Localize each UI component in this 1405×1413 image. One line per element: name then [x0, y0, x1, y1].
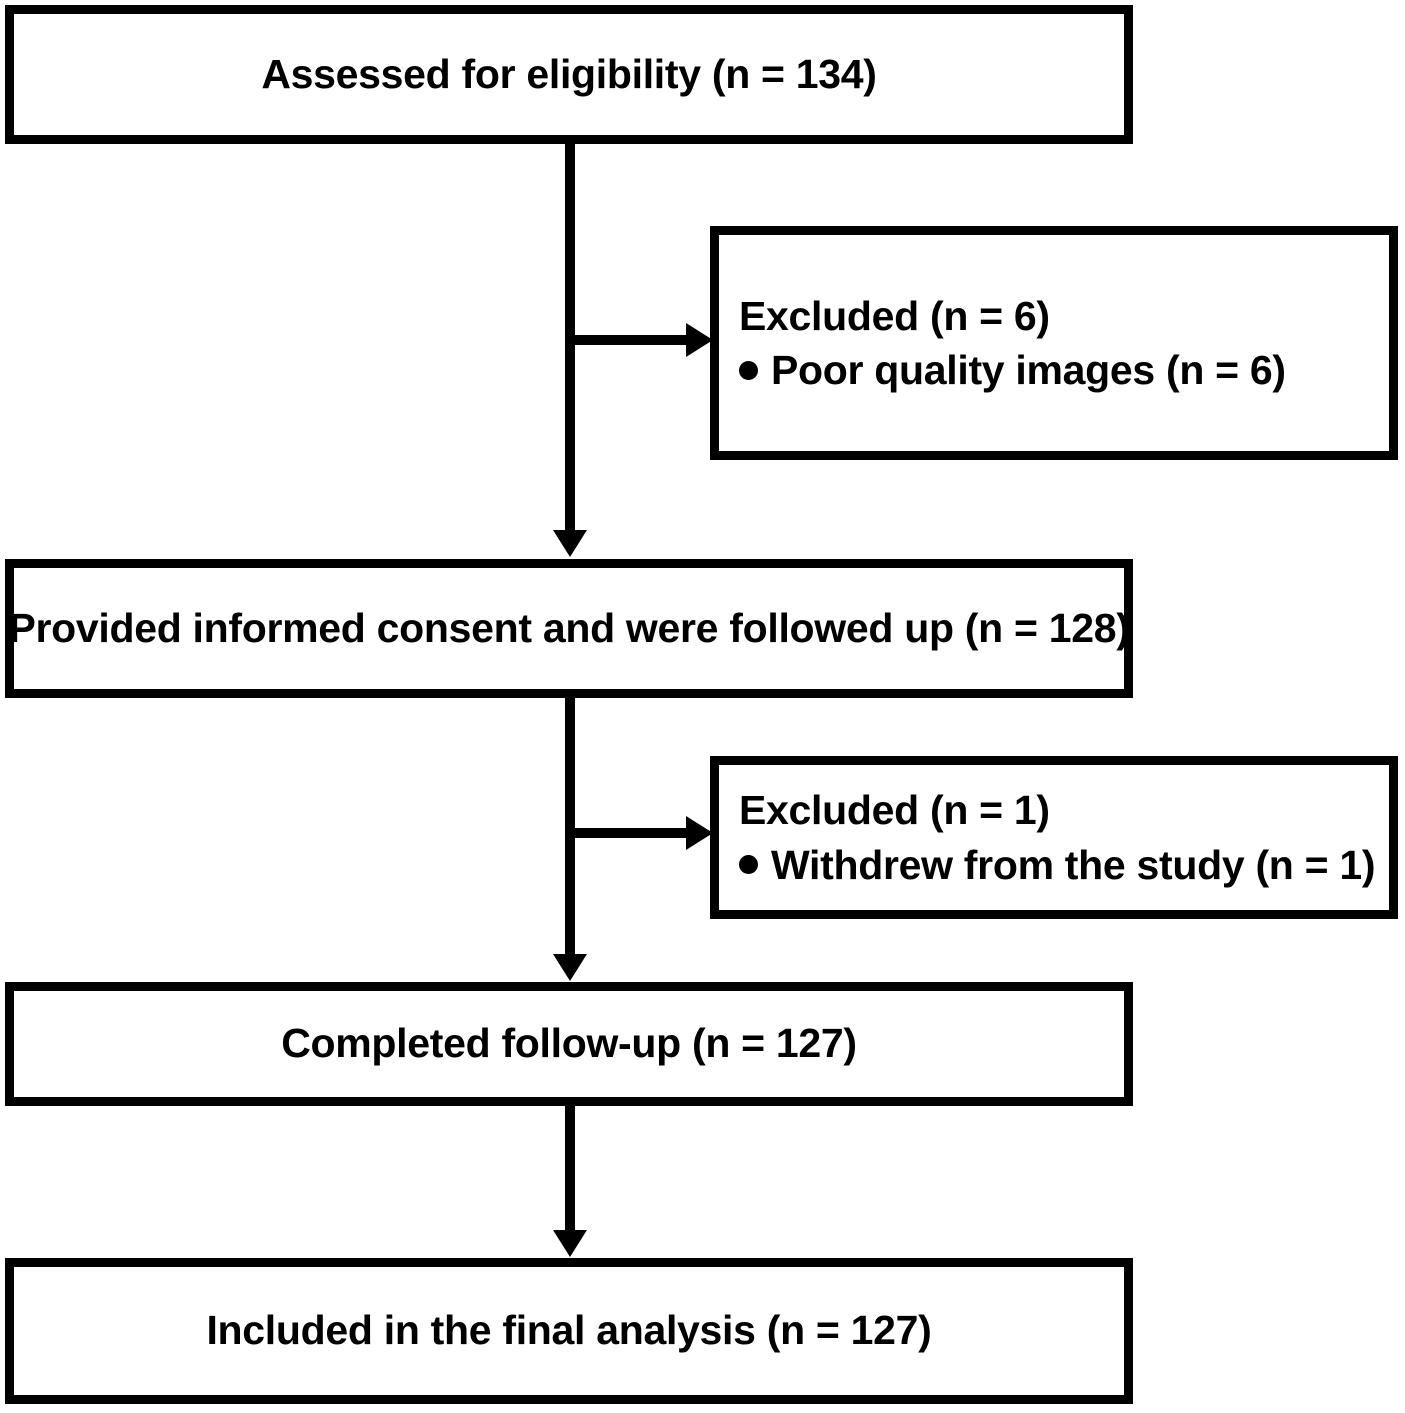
node-excluded-1-reason-0: Poor quality images (n = 6) — [739, 346, 1286, 394]
bullet-dot-icon — [739, 360, 758, 380]
connector-assessed-to-consented-arrowhead — [553, 530, 587, 557]
node-excluded-1-reason-0-label: Poor quality images (n = 6) — [771, 347, 1286, 393]
node-excluded-2: Excluded (n = 1) Withdrew from the study… — [710, 756, 1398, 919]
node-included-final-analysis-label: Included in the final analysis (n = 127) — [206, 1307, 932, 1354]
bullet-dot-icon — [739, 855, 758, 875]
node-completed-follow-up: Completed follow-up (n = 127) — [5, 982, 1133, 1106]
node-excluded-1: Excluded (n = 6) Poor quality images (n … — [710, 226, 1398, 460]
connector-exclusion-2-line — [570, 828, 690, 838]
node-provided-informed-consent-label: Provided informed consent and were follo… — [8, 604, 1130, 651]
connector-consented-to-completed-arrowhead — [553, 954, 587, 981]
node-excluded-2-content: Excluded (n = 1) Withdrew from the study… — [719, 786, 1376, 889]
node-included-final-analysis: Included in the final analysis (n = 127) — [5, 1258, 1133, 1404]
connector-exclusion-2-arrowhead — [686, 816, 713, 850]
node-excluded-2-reason-0-label: Withdrew from the study (n = 1) — [771, 841, 1376, 888]
node-assessed-for-eligibility: Assessed for eligibility (n = 134) — [5, 5, 1133, 144]
node-assessed-for-eligibility-label: Assessed for eligibility (n = 134) — [261, 50, 877, 97]
connector-exclusion-1-arrowhead — [686, 323, 713, 357]
node-completed-follow-up-label: Completed follow-up (n = 127) — [281, 1020, 857, 1067]
connector-completed-to-included-line — [565, 1106, 575, 1234]
connector-completed-to-included-arrowhead — [553, 1230, 587, 1257]
node-excluded-2-heading: Excluded (n = 1) — [739, 787, 1050, 834]
connector-consented-to-completed-line — [565, 698, 575, 956]
node-excluded-1-heading: Excluded (n = 6) — [739, 292, 1050, 339]
node-provided-informed-consent: Provided informed consent and were follo… — [5, 559, 1133, 698]
node-excluded-2-reason-0: Withdrew from the study (n = 1) — [739, 841, 1376, 889]
node-excluded-1-content: Excluded (n = 6) Poor quality images (n … — [719, 292, 1286, 395]
connector-exclusion-1-line — [570, 335, 690, 345]
